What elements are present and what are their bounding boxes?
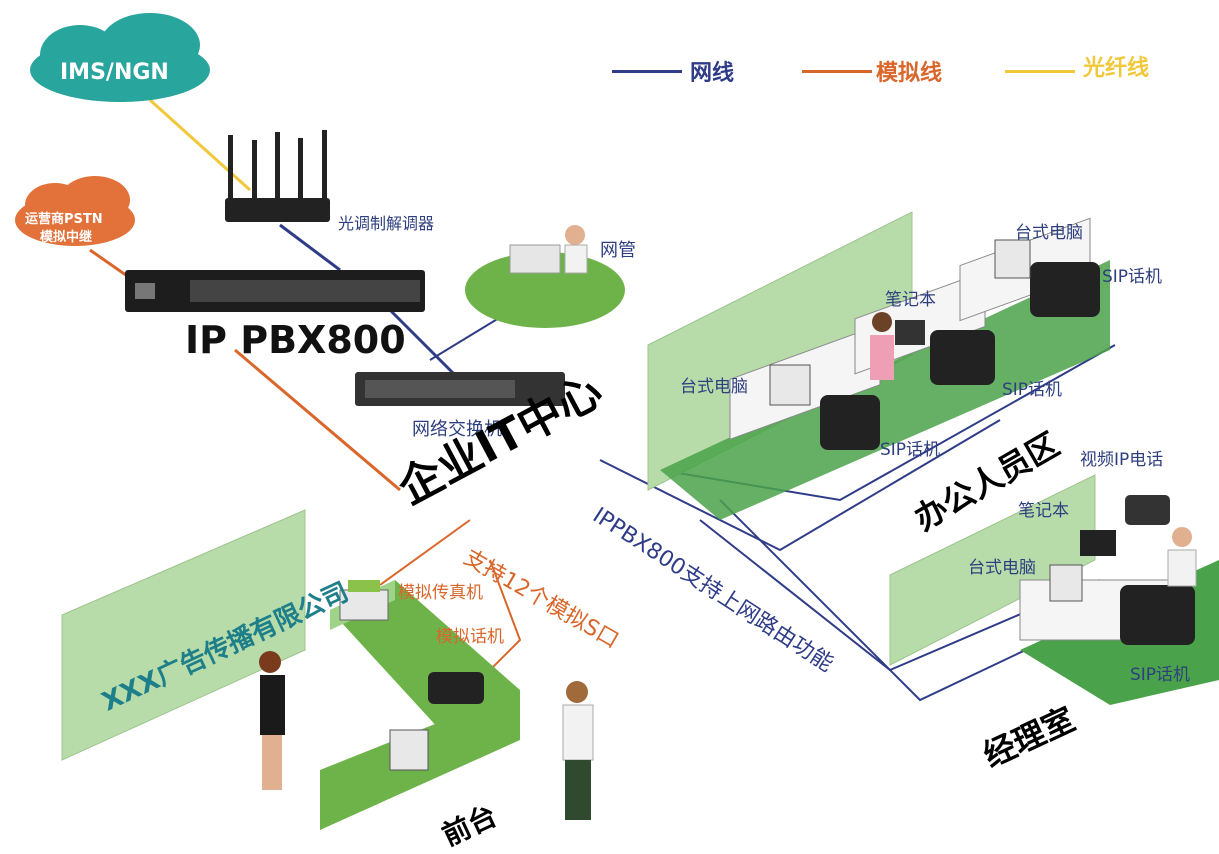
legend-network-line [612,70,682,73]
manager-video-phone-label: 视频IP电话 [1080,450,1164,470]
fax-label: 模拟传真机 [398,583,483,603]
pstn-cloud-label-2: 模拟中继 [40,230,93,245]
modem-label: 光调制解调器 [338,214,435,233]
office-sip-label-2: SIP话机 [1002,380,1063,400]
pbx-device [125,270,425,312]
manager-sip-label: SIP话机 [1130,665,1191,685]
switch-label: 网络交换机 [412,419,502,440]
legend-analog-label: 模拟线 [876,61,943,86]
office-desktop-label-2: 台式电脑 [1015,223,1083,243]
fiber-line [148,98,252,192]
office-floor [660,260,1110,520]
reception-wall [61,509,306,761]
pbx-label: IP PBX800 [185,318,406,362]
manager-desktop-label: 台式电脑 [968,558,1036,578]
legend-fiber-line [1005,70,1075,73]
manager-wall [889,474,1096,666]
manager-room-items [1019,495,1197,645]
reception-monitor [389,729,429,771]
reception-people [259,651,594,820]
legend-network-label: 网线 [690,61,735,86]
office-phones [820,262,1100,450]
office-sip-label-1: SIP话机 [880,440,941,460]
analog-phone-label: 模拟话机 [436,627,504,647]
legend-analog-line [802,70,872,73]
analog-line-fax [379,519,471,586]
admin-label: 网管 [600,240,636,261]
switch-device [355,372,565,406]
office-sip-label-3: SIP话机 [1102,267,1163,287]
pstn-cloud-label-1: 运营商PSTN [25,212,103,227]
analog-line-reception [234,348,401,492]
network-line-office [599,419,1001,552]
manager-laptop-label: 笔记本 [1018,501,1069,521]
admin-area [465,225,625,328]
network-line-modem [279,223,341,272]
office-desktop-label-1: 台式电脑 [680,377,748,397]
legend-fiber-label: 光纤线 [1083,56,1150,81]
office-worker [870,312,894,380]
office-monitors [769,239,1031,406]
analog-phone [428,672,484,704]
ims-cloud-label: IMS/NGN [60,60,169,85]
pstn-cloud [15,176,135,246]
fax-machine [339,580,389,621]
network-line-switch [388,308,462,382]
office-laptop-label: 笔记本 [885,290,936,310]
ims-cloud [30,13,210,102]
modem-device [225,130,330,222]
